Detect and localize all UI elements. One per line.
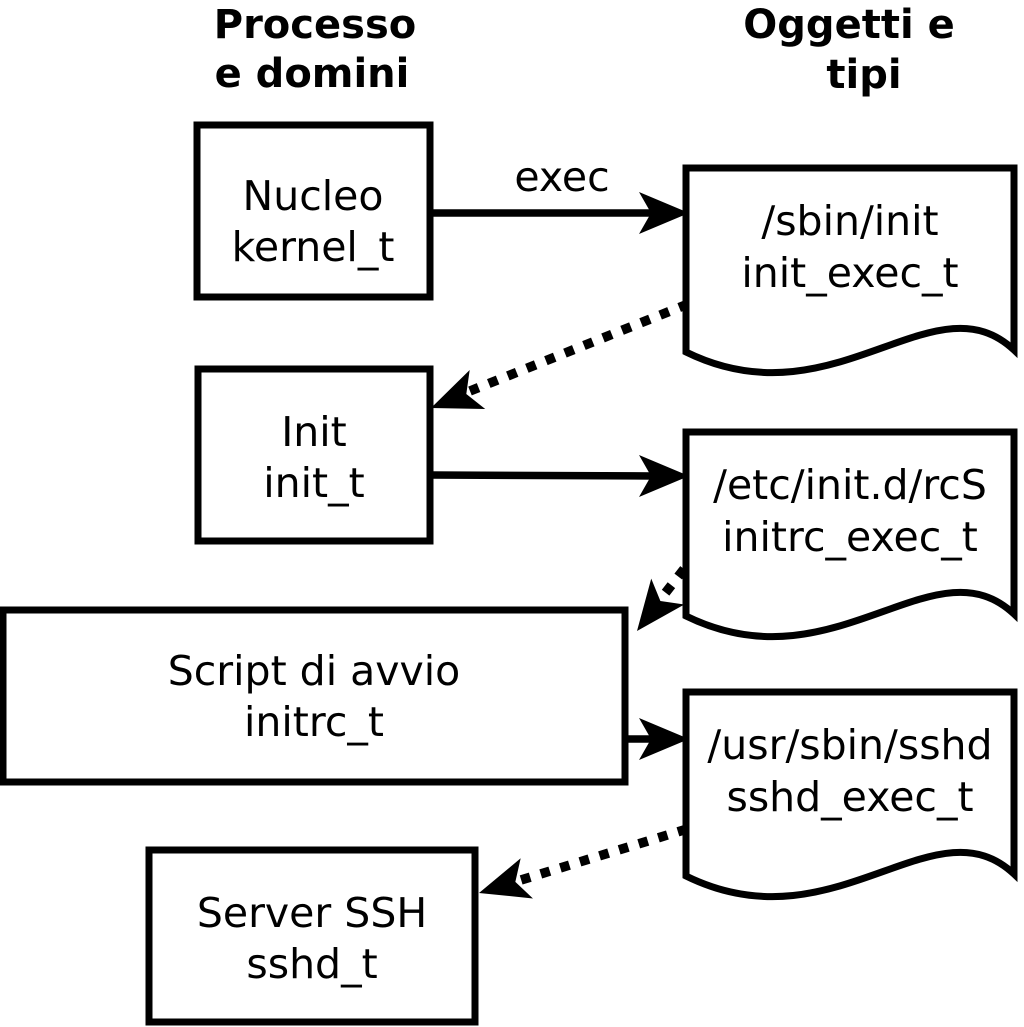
arrowhead: [639, 455, 689, 497]
object-type: sshd_exec_t: [726, 773, 973, 821]
process-name: Nucleo: [243, 172, 384, 220]
exec-arrow-label: exec: [514, 153, 609, 201]
arrowhead: [639, 192, 689, 234]
object-node-sshd-exec: /usr/sbin/sshd sshd_exec_t: [682, 688, 1018, 900]
object-path: /sbin/init: [761, 197, 938, 245]
process-name: Server SSH: [197, 889, 427, 937]
exec-arrow-init-to-rcS: [429, 455, 689, 497]
object-path: /usr/sbin/sshd: [707, 721, 992, 769]
exec-arrow-kernel-to-init: exec: [432, 153, 689, 234]
document-shape: [682, 428, 1018, 640]
process-domain: kernel_t: [232, 223, 395, 271]
process-box: [0, 606, 629, 786]
header-processes-line2: e domini: [215, 51, 410, 97]
column-header-objects: Oggetti e tipi: [743, 2, 954, 98]
document-shape: [682, 164, 1018, 376]
process-node-kernel: Nucleo kernel_t: [193, 121, 434, 301]
object-node-init-exec: /sbin/init init_exec_t: [682, 164, 1018, 376]
arrow-line: [429, 471, 656, 480]
header-objects-line2: tipi: [826, 52, 901, 98]
document-shape: [682, 688, 1018, 900]
dotted-arrow-line: [468, 299, 690, 396]
process-domain: sshd_t: [246, 940, 377, 988]
arrowhead: [637, 578, 685, 631]
header-processes-line1: Processo: [214, 2, 416, 48]
object-type: initrc_exec_t: [722, 513, 978, 561]
transition-arrow-initrcexec-to-initrc: [637, 566, 688, 631]
dotted-arrow-line: [652, 566, 688, 608]
arrowhead: [479, 858, 533, 899]
process-box: [194, 365, 434, 545]
process-node-init: Init init_t: [194, 365, 434, 545]
process-node-sshd: Server SSH sshd_t: [145, 846, 479, 1026]
process-domain: init_t: [263, 459, 364, 507]
header-objects-line1: Oggetti e: [743, 2, 954, 48]
process-name: Init: [281, 408, 347, 456]
process-node-initrc: Script di avvio initrc_t: [0, 606, 629, 786]
transition-arrow-initexec-to-init: [431, 299, 690, 410]
process-name: Script di avvio: [168, 647, 461, 695]
object-node-initrc-exec: /etc/init.d/rcS initrc_exec_t: [682, 428, 1018, 640]
arrowhead: [639, 718, 689, 760]
dotted-arrow-line: [519, 824, 689, 885]
object-path: /etc/init.d/rcS: [713, 461, 987, 509]
object-type: init_exec_t: [741, 249, 958, 297]
arrowhead: [431, 370, 486, 410]
transition-arrow-sshdexec-to-sshd: [479, 824, 689, 899]
process-domain: initrc_t: [244, 698, 384, 746]
exec-arrow-initrc-to-sshd: [625, 718, 689, 760]
process-box: [193, 121, 434, 301]
process-box: [145, 846, 479, 1026]
column-header-processes: Processo e domini: [214, 2, 416, 97]
